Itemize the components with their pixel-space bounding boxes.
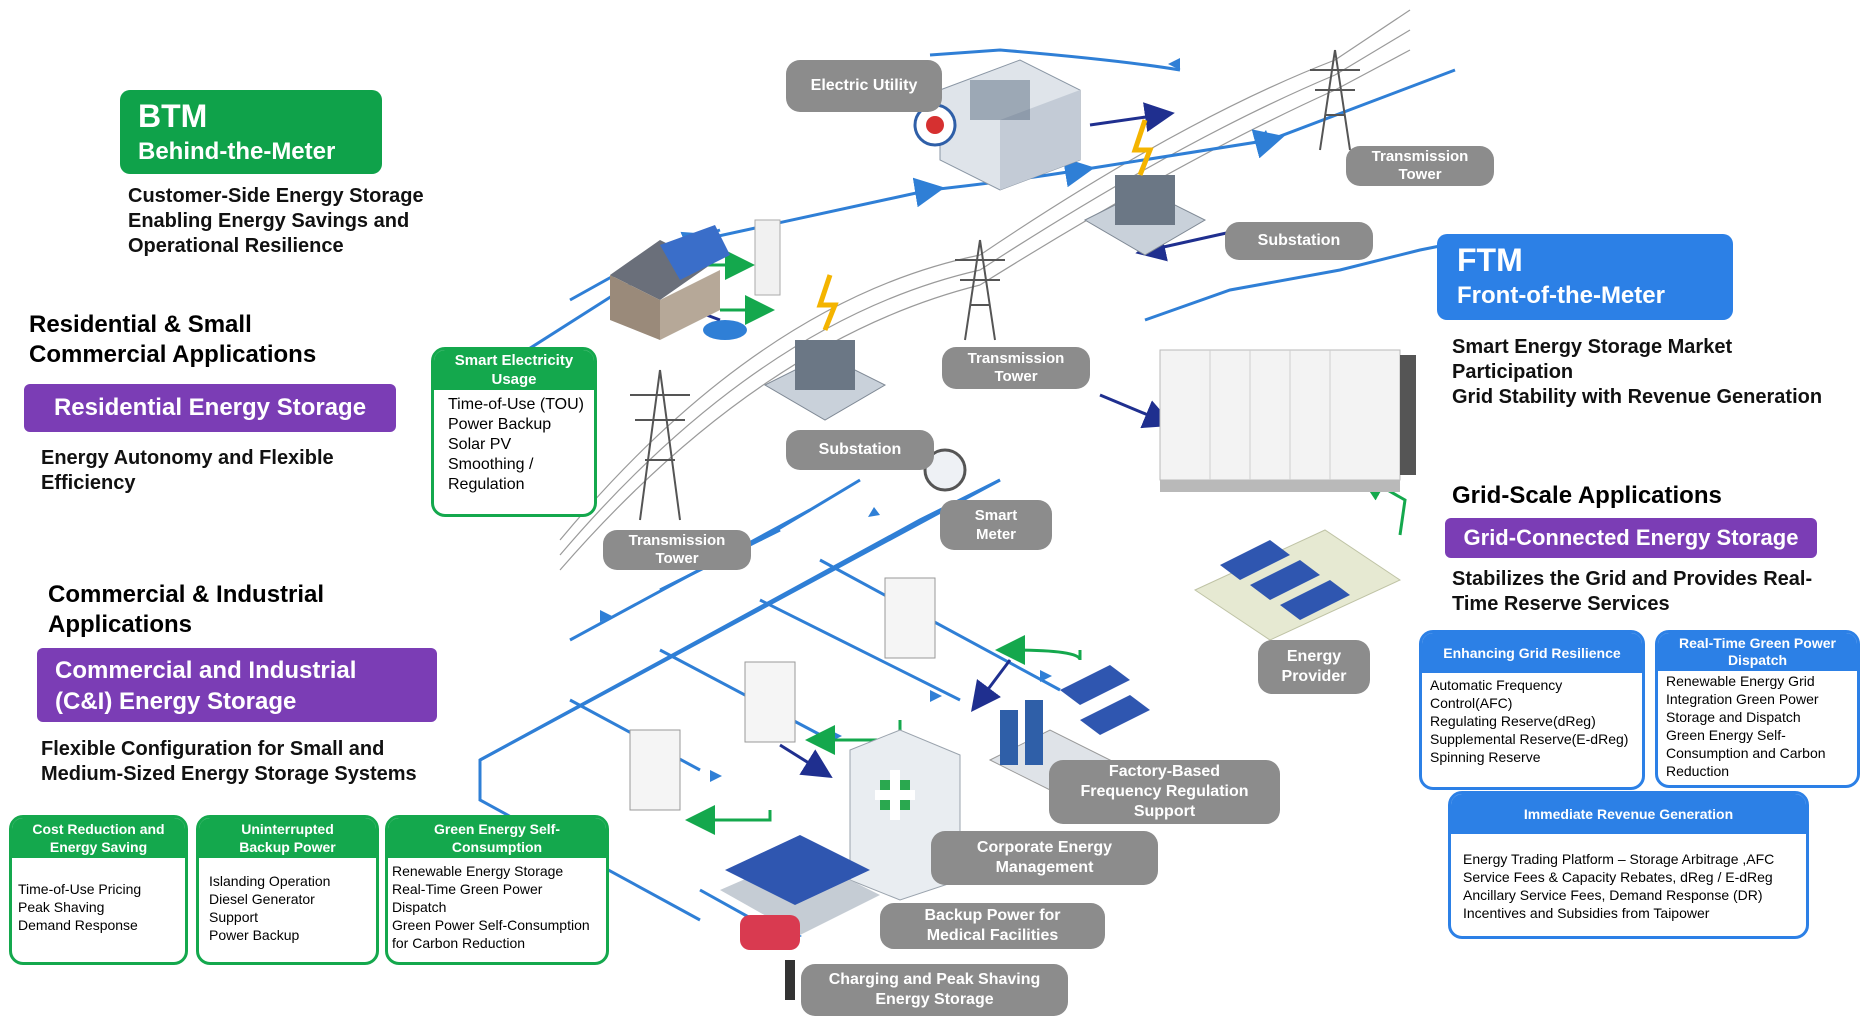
ci-description: Flexible Configuration for Small and Med… — [41, 738, 417, 785]
label-substation-top: Substation — [1225, 222, 1373, 260]
btm-title: BTM — [138, 98, 208, 134]
label-electric-utility: Electric Utility — [786, 60, 942, 112]
label-energy-provider: Energy Provider — [1258, 640, 1370, 694]
transmission-tower-icons — [630, 49, 1360, 521]
label-factory-frequency: Factory-Based Frequency Regulation Suppo… — [1049, 760, 1280, 824]
label-corporate-energy: Corporate Energy Management — [931, 831, 1158, 885]
realtime-dispatch-card: Real-Time Green Power Dispatch Renewable… — [1655, 630, 1860, 788]
grid-tag: Grid-Connected Energy Storage — [1445, 518, 1817, 558]
btm-subtitle: Behind-the-Meter — [138, 138, 336, 165]
realtime-dispatch-title: Real-Time Green Power Dispatch — [1658, 633, 1857, 671]
label-transmission-tower-top: Transmission Tower — [1346, 146, 1494, 186]
cost-reduction-list: Time-of-Use Pricing Peak Shaving Demand … — [18, 881, 142, 933]
ci-heading: Commercial & Industrial Applications — [48, 581, 325, 638]
grid-resilience-card: Enhancing Grid Resilience Automatic Freq… — [1419, 630, 1645, 790]
realtime-dispatch-list: Renewable Energy Grid Integration Green … — [1666, 673, 1826, 779]
revenue-generation-list: Energy Trading Platform – Storage Arbitr… — [1463, 851, 1775, 921]
substation-mid — [763, 274, 887, 421]
electric-utility-building — [913, 59, 1081, 191]
smart-usage-card: Smart Electricity Usage Time-of-Use (TOU… — [431, 347, 597, 517]
cost-reduction-card: Cost Reduction and Energy Saving Time-of… — [9, 815, 188, 965]
label-substation-mid: Substation — [786, 430, 934, 470]
backup-power-title: Uninterrupted Backup Power — [199, 818, 376, 858]
green-self-consumption-card: Green Energy Self- Consumption Renewable… — [385, 815, 609, 965]
btm-description: Customer-Side Energy Storage Enabling En… — [128, 185, 424, 257]
revenue-generation-card: Immediate Revenue Generation Energy Trad… — [1448, 791, 1809, 939]
residential-tag: Residential Energy Storage — [24, 384, 396, 432]
ev-charging-station — [720, 835, 880, 1000]
grid-heading: Grid-Scale Applications — [1452, 482, 1722, 509]
backup-power-card: Uninterrupted Backup Power Islanding Ope… — [196, 815, 379, 965]
grid-storage-container — [1159, 349, 1416, 492]
label-charging-peak-shaving: Charging and Peak Shaving Energy Storage — [801, 964, 1068, 1016]
residential-heading: Residential & Small Commercial Applicati… — [29, 311, 317, 368]
house — [610, 219, 781, 340]
grid-description: Stabilizes the Grid and Provides Real- T… — [1452, 568, 1813, 615]
green-self-consumption-title: Green Energy Self- Consumption — [388, 818, 606, 858]
label-transmission-tower-mid: Transmission Tower — [942, 347, 1090, 389]
ftm-description: Smart Energy Storage Market Participatio… — [1452, 336, 1823, 408]
label-transmission-tower-low: Transmission Tower — [603, 530, 751, 570]
smart-usage-list: Time-of-Use (TOU) Power Backup Solar PV … — [448, 396, 584, 493]
label-medical-backup: Backup Power for Medical Facilities — [880, 903, 1105, 949]
grid-resilience-title: Enhancing Grid Resilience — [1422, 633, 1642, 673]
grid-resilience-list: Automatic Frequency Control(AFC) Regulat… — [1430, 677, 1629, 765]
smart-meter-icon — [923, 448, 967, 492]
substation-top — [1083, 119, 1207, 256]
smart-usage-title: Smart Electricity Usage — [434, 350, 594, 390]
cost-reduction-title: Cost Reduction and Energy Saving — [12, 818, 185, 858]
label-smart-meter: Smart Meter — [940, 500, 1052, 550]
battery-cabinets — [629, 577, 936, 811]
residential-description: Energy Autonomy and Flexible Efficiency — [41, 447, 334, 494]
green-self-consumption-list: Renewable Energy Storage Real-Time Green… — [392, 863, 590, 951]
btm-title-box: BTM Behind-the-Meter — [120, 90, 382, 174]
ci-tag: Commercial and Industrial (C&I) Energy S… — [37, 648, 437, 722]
ftm-title: FTM — [1457, 242, 1523, 278]
backup-power-list: Islanding Operation Diesel Generator Sup… — [209, 873, 331, 943]
revenue-generation-title: Immediate Revenue Generation — [1451, 794, 1806, 834]
ftm-subtitle: Front-of-the-Meter — [1457, 282, 1665, 309]
solar-farm — [1193, 529, 1402, 641]
ftm-title-box: FTM Front-of-the-Meter — [1437, 234, 1733, 320]
